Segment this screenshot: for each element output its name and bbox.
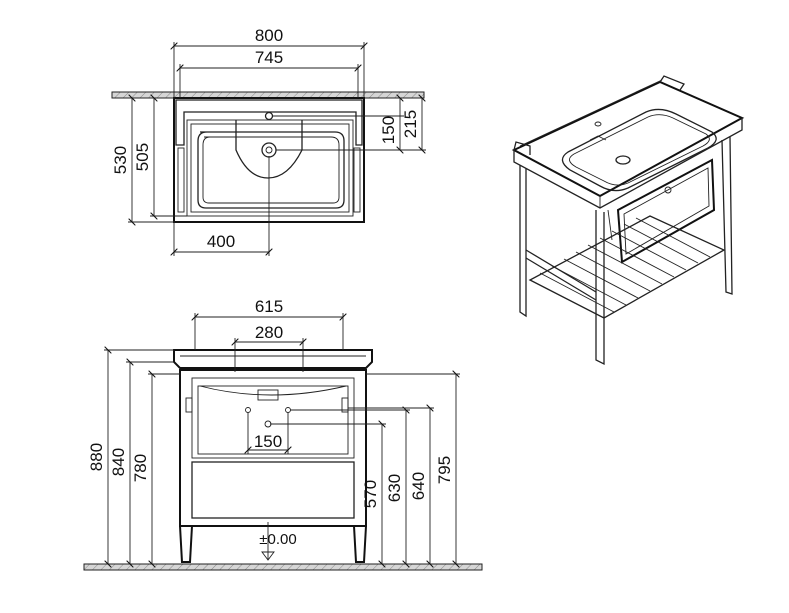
dim-840: 840: [109, 448, 128, 476]
front-basin-top: [173, 349, 373, 369]
iso-drawer: [616, 158, 716, 264]
iso-drain-icon: [615, 155, 631, 165]
dim-795: 795: [435, 456, 454, 484]
dim-630: 630: [385, 474, 404, 502]
front-view: 615 280 150 ±0.00 880 840 780 570 630: [83, 297, 483, 571]
dim-400: 400: [207, 232, 235, 251]
front-leg-left: [179, 525, 193, 563]
dim-150-top: 150: [379, 116, 398, 144]
iso-tap-hole-icon: [594, 121, 602, 127]
dim-570: 570: [361, 480, 380, 508]
front-drawer: [191, 461, 355, 519]
dim-800: 800: [255, 26, 283, 45]
iso-front-leg-center: [595, 210, 605, 366]
top-bowl: [197, 131, 345, 209]
dim-615: 615: [255, 297, 283, 316]
dim-530: 530: [111, 146, 130, 174]
dim-215: 215: [401, 110, 420, 138]
iso-shelf: [528, 215, 726, 319]
front-frame: [179, 369, 367, 527]
isometric-view: [511, 75, 745, 366]
dim-280: 280: [255, 323, 283, 342]
dim-880: 880: [87, 443, 106, 471]
iso-front-leg-left: [519, 165, 527, 318]
floor-level-label: ±0.00: [259, 531, 296, 548]
dim-505: 505: [133, 143, 152, 171]
iso-bowl: [561, 108, 717, 192]
iso-back-leg-right: [721, 136, 733, 295]
tap-hole-icon: [264, 111, 274, 121]
top-view: 800 745 530 505 150 215 400: [111, 26, 426, 256]
front-leg-right: [353, 525, 367, 563]
iso-drawer-knob-icon: [664, 186, 672, 194]
dim-780: 780: [131, 454, 150, 482]
dim-745: 745: [255, 48, 283, 67]
dim-150-front: 150: [254, 432, 282, 451]
front-floor: [83, 563, 483, 571]
iso-basin-top: [511, 80, 745, 198]
drain-icon: [261, 142, 277, 158]
dim-640: 640: [409, 472, 428, 500]
